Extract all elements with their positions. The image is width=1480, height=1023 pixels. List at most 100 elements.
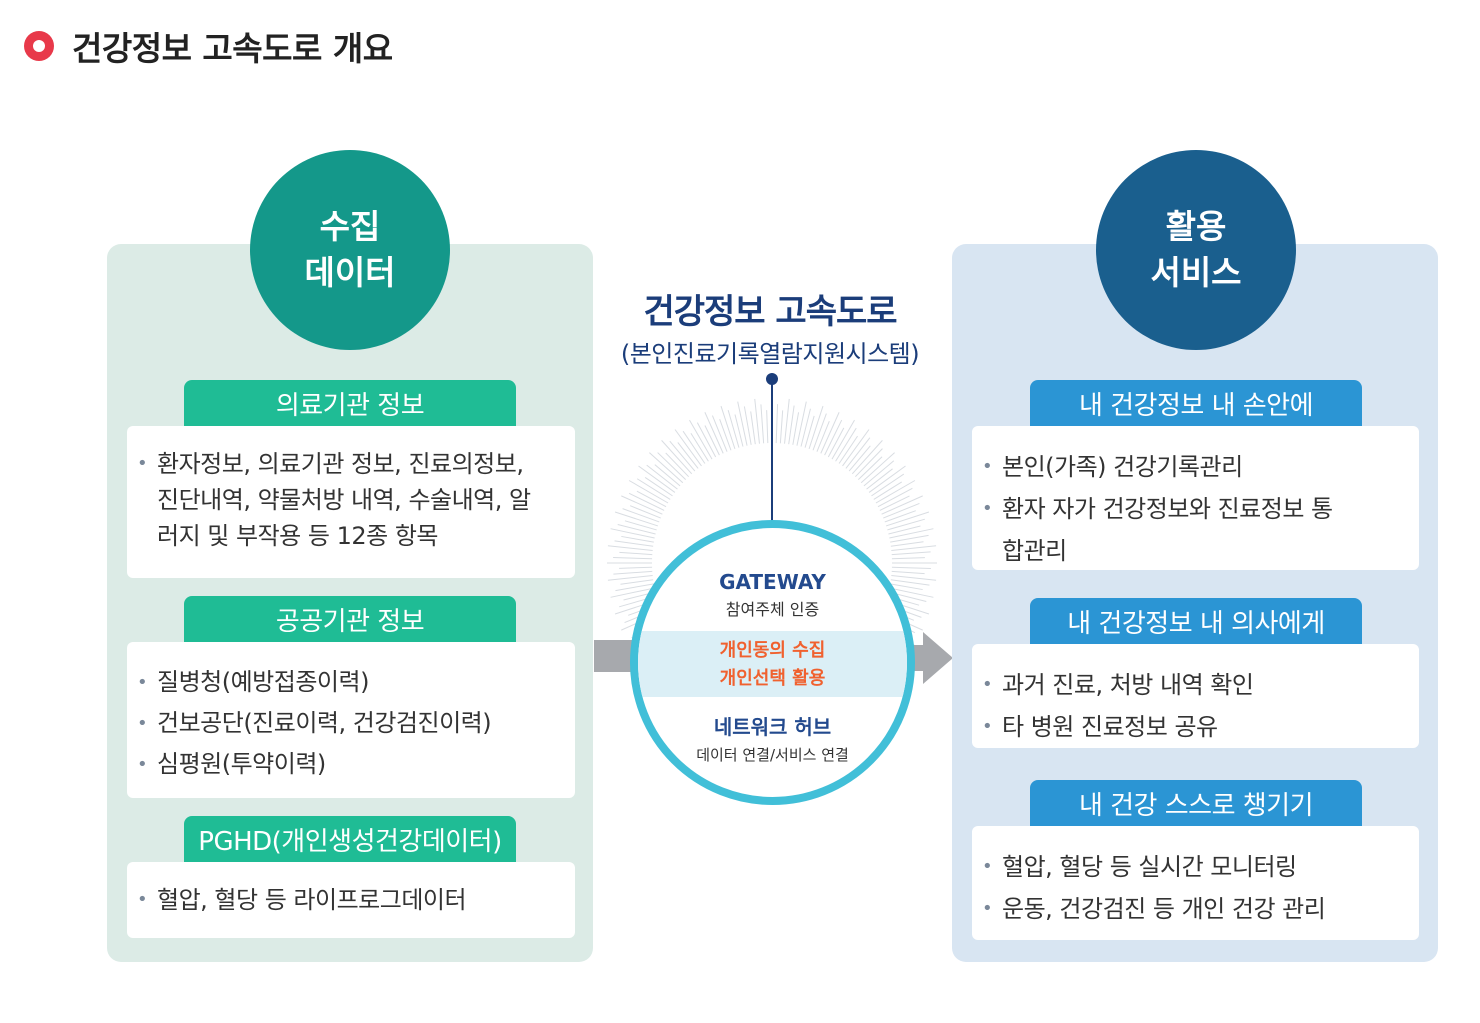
sunburst-ray [621,535,654,543]
sunburst-ray [851,440,883,475]
list-item: 심평원(투약이력) [137,744,551,785]
sunburst-ray [704,412,724,454]
sunburst-ray [760,404,765,444]
sunburst-ray [891,557,925,560]
sunburst-ray [860,452,895,484]
sunburst-ray [646,464,678,490]
sunburst-ray [644,477,673,497]
sunburst-ray [890,583,923,591]
sunburst-ray [875,480,916,504]
sunburst-ray [891,551,931,556]
sunburst-ray [622,508,660,523]
list-item: 과거 진료, 처방 내역 확인 [982,664,1395,706]
sunburst-ray [617,524,656,535]
sunburst-ray [881,495,923,515]
sunburst-ray [689,419,713,460]
sunburst-ray [719,419,732,451]
sunburst-ray [820,412,840,454]
tab-health-info-to-doctor: 내 건강정보 내 의사에게 [1030,598,1362,644]
pghd-card: 혈압, 혈당 등 라이프로그데이터 [127,862,575,938]
hub-gateway: GATEWAY 참여주체 인증 [638,570,907,620]
sunburst-ray [788,405,795,445]
collection-data-circle: 수집 데이터 [250,150,450,350]
sunburst-ray [890,579,930,586]
sunburst-ray [674,429,702,467]
sunburst-ray [727,410,740,448]
sunburst-ray [884,510,916,523]
sunburst-ray [690,432,709,462]
sunburst-ray [750,411,756,445]
sunburst-ray [879,495,910,511]
circle-label-line2: 데이터 [304,253,396,292]
circle-label-line1: 수집 [319,207,381,246]
sunburst-ray [629,505,661,519]
sunburst-ray [877,487,913,508]
health-info-to-doctor-card: 과거 진료, 처방 내역 확인 타 병원 진료정보 공유 [972,644,1419,748]
sunburst-ray [808,405,824,450]
sunburst-ray [890,534,929,543]
tab-public-institution-info: 공공기관 정보 [184,596,516,642]
sunburst-ray [624,520,657,531]
sunburst-ray [800,408,811,447]
sunburst-ray [848,445,871,472]
network-label: 네트워크 허브 [713,715,832,739]
sunburst-ray [804,415,815,448]
network-sublabel: 데이터 연결/서비스 연결 [696,746,849,764]
sunburst-ray [620,579,654,585]
tab-self-care: 내 건강 스스로 챙기기 [1030,780,1362,826]
sunburst-ray [743,406,752,445]
sunburst-ray [792,412,800,445]
circle-label-line2: 서비스 [1150,253,1242,292]
sunburst-ray [711,415,728,452]
sunburst-ray [610,528,655,539]
sunburst-ray [704,425,720,456]
connector-line [771,380,773,530]
hub-circle: GATEWAY 참여주체 인증 개인동의 수집 개인선택 활용 네트워크 허브 … [630,520,915,805]
sunburst-ray [796,401,807,446]
list-item: 본인(가족) 건강기록관리 [982,446,1395,488]
sunburst-ray [816,420,830,452]
sunburst-ray [657,452,687,481]
sunburst-ray [607,545,653,551]
list-item: 질병청(예방접종이력) [137,662,551,703]
sunburst-ray [628,480,669,504]
center-title: 건강정보 고속도로 [643,292,897,332]
consent-line2: 개인선택 활용 [719,668,826,689]
service-circle: 활용 서비스 [1096,150,1296,350]
list-item: 운동, 건강검진 등 개인 건강 관리 [982,888,1395,930]
sunburst-ray [613,570,653,575]
medical-institution-card: 환자정보, 의료기관 정보, 진료의정보, 진단내역, 약물처방 내역, 수술내… [127,426,575,578]
sunburst-ray [614,540,654,547]
tab-pghd: PGHD(개인생성건강데이터) [184,816,516,862]
gateway-sublabel: 참여주체 인증 [725,600,820,619]
sunburst-ray [891,545,937,551]
sunburst-ray [621,495,663,515]
sunburst-ray [868,465,906,493]
sunburst-ray [824,419,843,456]
sunburst-ray [665,452,690,478]
tab-medical-institution-info: 의료기관 정보 [184,380,516,426]
sunburst-ray [883,502,920,519]
sunburst-ray [838,435,858,464]
circle-label-line1: 활용 [1165,207,1227,246]
sunburst-ray [863,460,895,487]
sunburst-ray [615,583,654,592]
hub-highlight-band [638,631,907,697]
sunburst-ray [754,398,760,444]
sunburst-ray [613,556,653,560]
sunburst-ray [835,427,857,462]
sunburst-ray [891,575,937,581]
outgoing-arrow-icon [923,632,953,684]
list-item: 혈압, 혈당 등 라이프로그데이터 [137,882,551,918]
sunburst-ray [649,452,684,484]
health-info-in-hand-card: 본인(가족) 건강기록관리 환자 자가 건강정보와 진료정보 통합관리 [972,426,1419,570]
red-circle-bullet-icon [24,31,54,61]
sunburst-ray [812,413,827,451]
list-item: 타 병원 진료정보 공유 [982,706,1395,748]
sunburst-ray [889,587,934,598]
sunburst-ray [891,570,925,575]
sunburst-ray [619,551,653,556]
page-header: 건강정보 고속도로 개요 [24,22,393,70]
sunburst-ray [610,587,655,598]
sunburst-ray [831,419,855,460]
